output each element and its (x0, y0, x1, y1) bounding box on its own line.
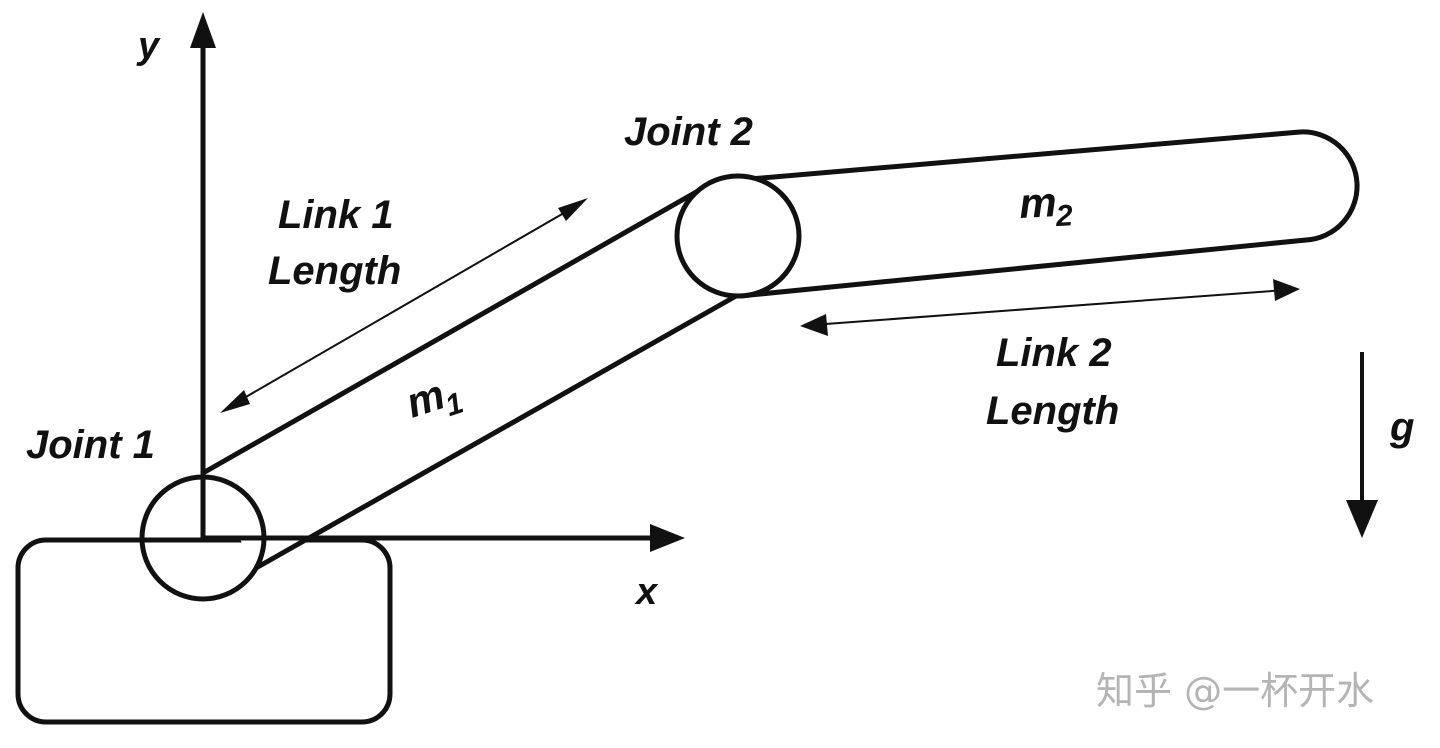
link-1-length-arrow (231, 205, 577, 406)
y-axis-label: y (136, 25, 161, 67)
link-2-length-label-line1: Link 2 (996, 331, 1112, 375)
joint-2-circle (674, 173, 802, 299)
link-2-length-arrowhead-start (800, 314, 828, 336)
link-1-bottom-edge (254, 293, 738, 571)
link-1-length-label-line2: Length (268, 249, 401, 293)
link-1-length-arrowhead-end (558, 198, 588, 221)
x-axis-arrowhead (650, 524, 685, 552)
link-2-mass-subscript: 2 (1054, 199, 1074, 233)
gravity-arrowhead (1346, 500, 1378, 538)
link-2-length-arrow (811, 289, 1287, 326)
link-2-length-label-line2: Length (986, 389, 1119, 433)
link-1-top-edge (201, 180, 714, 476)
x-axis-label: x (634, 571, 659, 613)
link-2-mass-symbol: m (1018, 178, 1058, 227)
link-2-mass-label: m 2 (1018, 178, 1074, 233)
robot-base (15, 537, 393, 725)
link-2-body (737, 129, 1360, 299)
link-2-length-arrowhead-end (1273, 279, 1300, 301)
y-axis-arrowhead (190, 12, 216, 48)
joint-2-label: Joint 2 (624, 110, 753, 154)
watermark: 知乎 @一杯开水 (1096, 669, 1374, 713)
link-1-length-arrowhead-start (220, 390, 250, 413)
gravity-label: g (1389, 405, 1414, 449)
joint-1-label: Joint 1 (26, 423, 155, 467)
link-1-length-label-line1: Link 1 (278, 193, 394, 237)
link-1-body (203, 183, 736, 568)
